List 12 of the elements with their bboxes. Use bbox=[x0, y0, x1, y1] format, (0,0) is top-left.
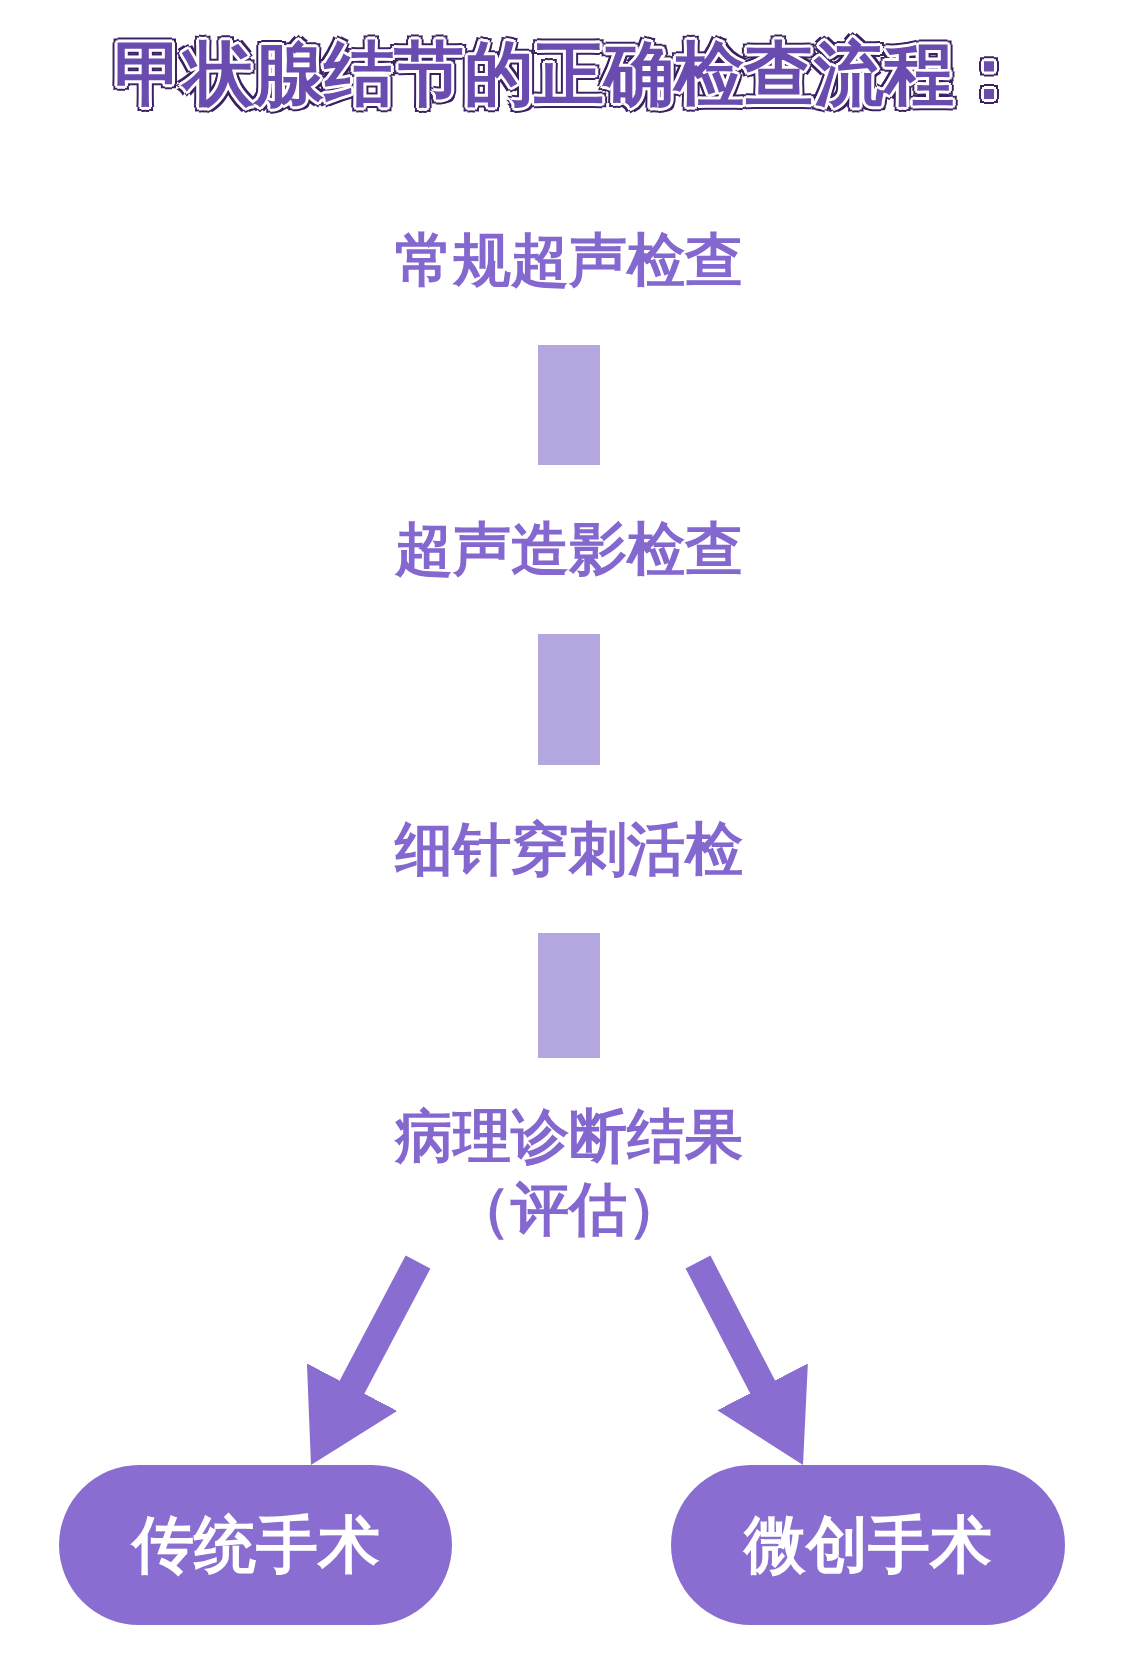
connector-bar bbox=[538, 345, 600, 465]
step-text: 细针穿刺活检 bbox=[393, 813, 744, 885]
option-pill: 传统手术 bbox=[59, 1465, 452, 1625]
connector-bar bbox=[538, 933, 600, 1058]
step-text: 病理诊断结果（评估） bbox=[393, 1101, 744, 1245]
arrow bbox=[306, 1255, 431, 1465]
step-text: 超声造影检查 bbox=[393, 514, 744, 585]
arrow bbox=[685, 1255, 808, 1465]
step-text: 常规超声检查 bbox=[394, 224, 744, 296]
connector-bar bbox=[538, 634, 600, 765]
option-pill: 微创手术 bbox=[671, 1465, 1065, 1625]
title: 甲状腺结节的正确检查流程： bbox=[114, 32, 1024, 117]
